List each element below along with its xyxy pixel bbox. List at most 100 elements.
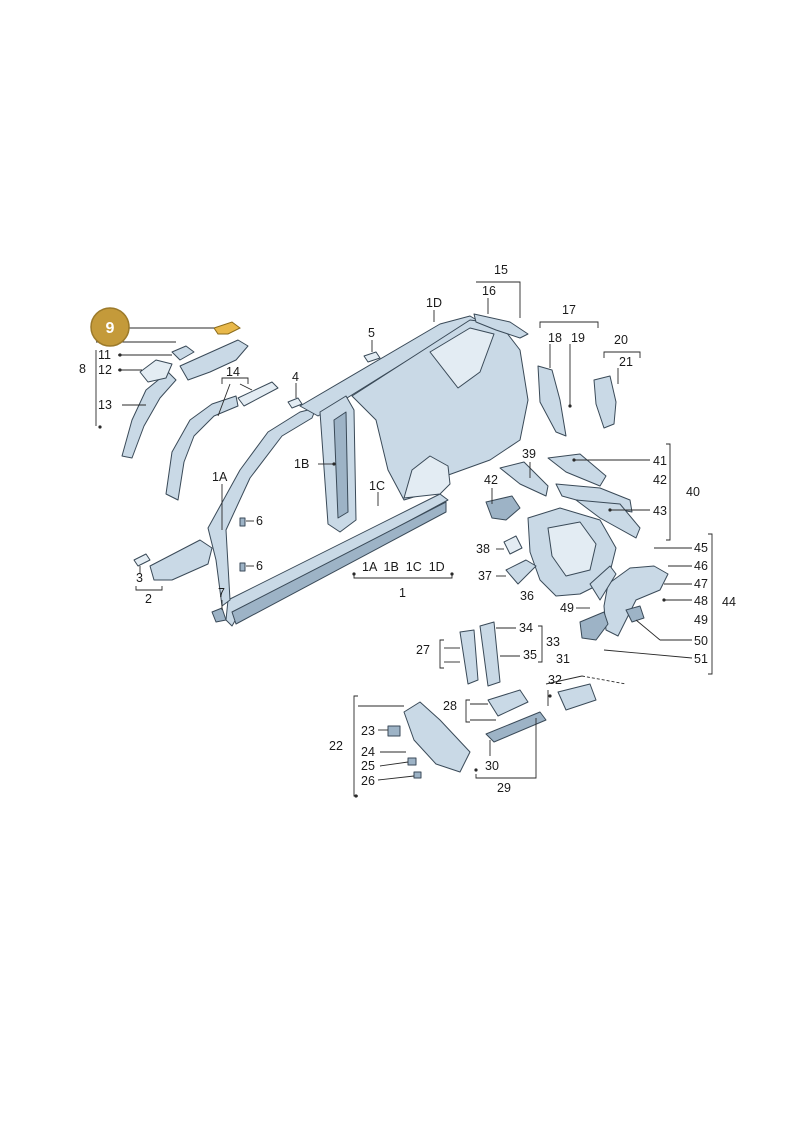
label-42b[interactable]: 42 bbox=[653, 473, 667, 487]
label-47[interactable]: 47 bbox=[694, 577, 708, 591]
label-34[interactable]: 34 bbox=[519, 621, 533, 635]
part-37[interactable] bbox=[505, 559, 537, 585]
label-41[interactable]: 41 bbox=[653, 454, 667, 468]
label-48[interactable]: 48 bbox=[694, 594, 708, 608]
label-1[interactable]: 1 bbox=[399, 586, 406, 600]
part-sill-lower[interactable] bbox=[231, 501, 447, 625]
label-4[interactable]: 4 bbox=[292, 370, 299, 384]
part-3[interactable] bbox=[133, 553, 151, 567]
label-1A[interactable]: 1A bbox=[212, 470, 228, 484]
label-26[interactable]: 26 bbox=[361, 774, 375, 788]
badge-circle bbox=[90, 307, 130, 347]
part-23[interactable] bbox=[387, 725, 401, 737]
part-50[interactable] bbox=[625, 605, 645, 623]
part-49[interactable] bbox=[589, 565, 617, 601]
label-5[interactable]: 5 bbox=[368, 326, 375, 340]
part-b-pillar-inner bbox=[333, 411, 349, 519]
part-14b[interactable] bbox=[237, 381, 279, 407]
label-44[interactable]: 44 bbox=[722, 595, 736, 609]
label-16[interactable]: 16 bbox=[482, 284, 496, 298]
label-35[interactable]: 35 bbox=[523, 648, 537, 662]
label-6a[interactable]: 6 bbox=[256, 514, 263, 528]
label-11[interactable]: 11 bbox=[98, 348, 111, 362]
label-29[interactable]: 29 bbox=[497, 781, 511, 795]
label-6b[interactable]: 6 bbox=[256, 559, 263, 573]
part-41[interactable] bbox=[547, 453, 607, 487]
label-38[interactable]: 38 bbox=[476, 542, 490, 556]
part-27[interactable] bbox=[459, 629, 479, 685]
label-50[interactable]: 50 bbox=[694, 634, 708, 648]
label-49a[interactable]: 49 bbox=[560, 601, 574, 615]
label-17[interactable]: 17 bbox=[562, 303, 576, 317]
label-2[interactable]: 2 bbox=[145, 592, 152, 606]
label-1B[interactable]: 1B bbox=[294, 457, 309, 471]
part-18[interactable] bbox=[537, 365, 567, 437]
part-22[interactable] bbox=[403, 701, 471, 773]
label-12[interactable]: 12 bbox=[98, 363, 112, 377]
part-4[interactable] bbox=[287, 397, 303, 409]
label-33[interactable]: 33 bbox=[546, 635, 560, 649]
part-6-clip-a[interactable] bbox=[239, 517, 246, 527]
part-9-highlighted[interactable] bbox=[213, 321, 241, 335]
label-22[interactable]: 22 bbox=[329, 739, 343, 753]
label-18[interactable]: 18 bbox=[548, 331, 562, 345]
part-15[interactable] bbox=[473, 313, 529, 339]
part-2[interactable] bbox=[149, 539, 213, 581]
label-7[interactable]: 7 bbox=[218, 586, 225, 600]
label-39[interactable]: 39 bbox=[522, 447, 536, 461]
part-51[interactable] bbox=[579, 611, 609, 641]
leader-lines bbox=[95, 281, 713, 798]
part-32[interactable] bbox=[557, 683, 597, 711]
part-28[interactable] bbox=[487, 689, 529, 717]
part-26[interactable] bbox=[413, 771, 422, 779]
label-24[interactable]: 24 bbox=[361, 745, 375, 759]
label-31[interactable]: 31 bbox=[556, 652, 570, 666]
part-quarter-window bbox=[429, 327, 495, 389]
label-19[interactable]: 19 bbox=[571, 331, 585, 345]
label-32[interactable]: 32 bbox=[548, 673, 562, 687]
part-42-bracket[interactable] bbox=[485, 495, 521, 521]
part-7[interactable] bbox=[211, 607, 227, 623]
label-21[interactable]: 21 bbox=[619, 355, 633, 369]
part-13[interactable] bbox=[121, 371, 177, 459]
label-37[interactable]: 37 bbox=[478, 569, 492, 583]
label-23[interactable]: 23 bbox=[361, 724, 375, 738]
label-25[interactable]: 25 bbox=[361, 759, 375, 773]
label-43[interactable]: 43 bbox=[653, 504, 667, 518]
part-38[interactable] bbox=[503, 535, 523, 555]
label-15[interactable]: 15 bbox=[494, 263, 508, 277]
label-1D[interactable]: 1D bbox=[426, 296, 442, 310]
part-11[interactable] bbox=[171, 345, 195, 361]
label-20[interactable]: 20 bbox=[614, 333, 628, 347]
label-8[interactable]: 8 bbox=[79, 362, 86, 376]
part-14[interactable] bbox=[165, 395, 239, 501]
part-43[interactable] bbox=[575, 499, 641, 539]
part-wheel-arch-cut bbox=[403, 455, 451, 499]
label-14[interactable]: 14 bbox=[226, 365, 240, 379]
label-49b[interactable]: 49 bbox=[694, 613, 708, 627]
label-45[interactable]: 45 bbox=[694, 541, 708, 555]
label-36[interactable]: 36 bbox=[520, 589, 534, 603]
label-27[interactable]: 27 bbox=[416, 643, 430, 657]
label-28[interactable]: 28 bbox=[443, 699, 457, 713]
label-3[interactable]: 3 bbox=[136, 571, 143, 585]
part-39[interactable] bbox=[499, 461, 549, 497]
part-33[interactable] bbox=[479, 621, 501, 687]
part-25[interactable] bbox=[407, 757, 417, 766]
part-8-rail[interactable] bbox=[179, 339, 249, 381]
part-12[interactable] bbox=[139, 359, 173, 383]
part-5[interactable] bbox=[363, 351, 381, 363]
part-shapes bbox=[121, 313, 669, 779]
label-51[interactable]: 51 bbox=[694, 652, 708, 666]
label-30[interactable]: 30 bbox=[485, 759, 499, 773]
part-29[interactable] bbox=[485, 711, 547, 743]
part-6-clip-b[interactable] bbox=[239, 562, 246, 572]
part-20[interactable] bbox=[593, 375, 617, 429]
label-42a[interactable]: 42 bbox=[484, 473, 498, 487]
label-46[interactable]: 46 bbox=[694, 559, 708, 573]
label-13[interactable]: 13 bbox=[98, 398, 112, 412]
label-1C[interactable]: 1C bbox=[369, 479, 385, 493]
label-40[interactable]: 40 bbox=[686, 485, 700, 499]
highlight-badge[interactable]: 9 bbox=[90, 307, 130, 347]
